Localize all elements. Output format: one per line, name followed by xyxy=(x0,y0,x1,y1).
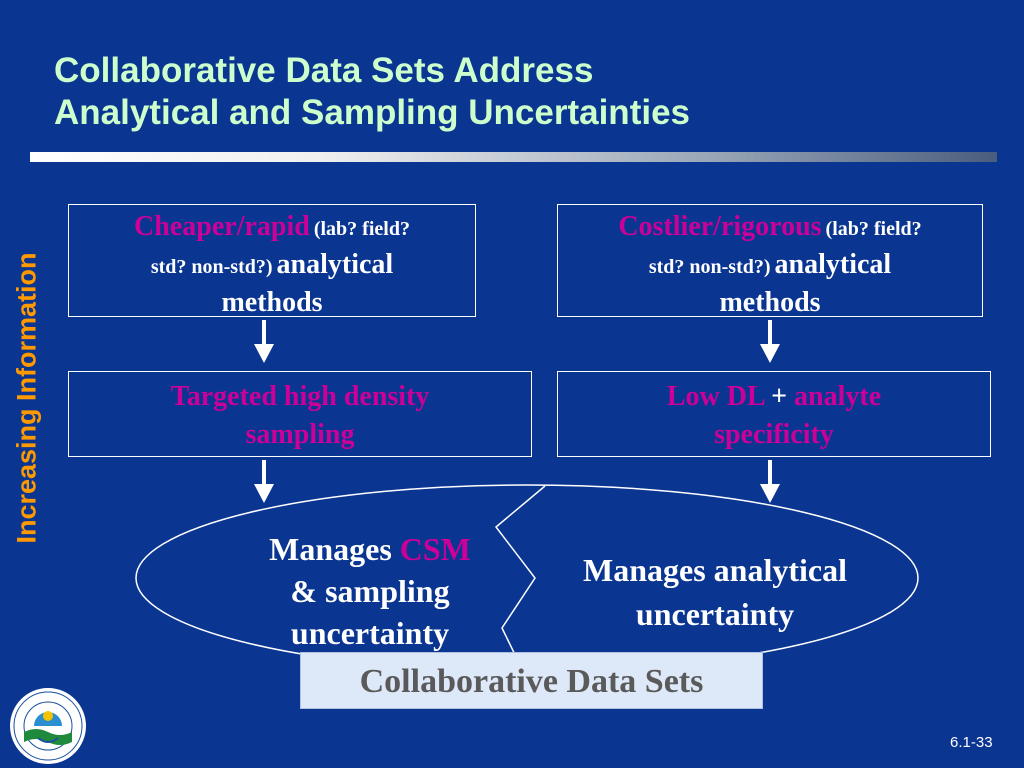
down-arrow-icon xyxy=(254,460,274,503)
title-line-2: Analytical and Sampling Uncertainties xyxy=(54,93,690,132)
plus-sign: + xyxy=(771,381,788,412)
uncertainty-line: uncertainty xyxy=(290,615,450,651)
cheaper-qualifier-b: std? non-std?) xyxy=(150,256,273,278)
collaborative-data-sets-box: Collaborative Data Sets xyxy=(300,652,763,709)
epa-seal-icon xyxy=(10,688,86,764)
down-arrow-icon xyxy=(760,320,780,363)
costlier-qualifier-a: (lab? field? xyxy=(825,218,922,240)
costlier-analytical-text: analytical xyxy=(774,249,892,280)
costlier-methods-box: Costlier/rigorous (lab? field? std? non-… xyxy=(557,204,983,318)
csm-highlight: CSM xyxy=(399,531,471,567)
manages-csm-text: Manages CSM & sampling uncertainty xyxy=(215,528,525,654)
low-dl-box: Low DL + analyte specificity xyxy=(557,371,991,457)
page-number: 6.1-33 xyxy=(950,734,993,751)
cheaper-qualifier-a: (lab? field? xyxy=(313,218,410,240)
manages-word: Manages xyxy=(269,531,392,567)
low-dl-text: Low DL xyxy=(666,381,765,412)
costlier-qualifier-b: std? non-std?) xyxy=(648,256,771,278)
cheaper-methods-text: methods xyxy=(221,287,323,318)
targeted-line-2: sampling xyxy=(245,419,355,450)
costlier-rigorous-text: Costlier/rigorous xyxy=(618,211,822,242)
sampling-line: & sampling xyxy=(290,573,450,609)
analytical-line-2: uncertainty xyxy=(635,596,795,632)
costlier-methods-text: methods xyxy=(719,287,821,318)
specificity-text: specificity xyxy=(714,419,834,450)
analytical-line-1: Manages analytical xyxy=(583,552,847,588)
slide-title: Collaborative Data Sets Address Analytic… xyxy=(54,50,994,134)
manages-analytical-text: Manages analytical uncertainty xyxy=(545,548,885,636)
analyte-text: analyte xyxy=(794,381,882,412)
down-arrow-icon xyxy=(760,460,780,503)
cheaper-analytical-text: analytical xyxy=(276,249,394,280)
cheaper-rapid-text: Cheaper/rapid xyxy=(134,211,310,242)
targeted-line-1: Targeted high density xyxy=(170,381,430,412)
down-arrow-icon xyxy=(254,320,274,363)
title-divider xyxy=(30,152,997,162)
targeted-sampling-box: Targeted high density sampling xyxy=(68,371,532,457)
title-line-1: Collaborative Data Sets Address xyxy=(54,51,594,90)
cheaper-methods-box: Cheaper/rapid (lab? field? std? non-std?… xyxy=(68,204,476,318)
